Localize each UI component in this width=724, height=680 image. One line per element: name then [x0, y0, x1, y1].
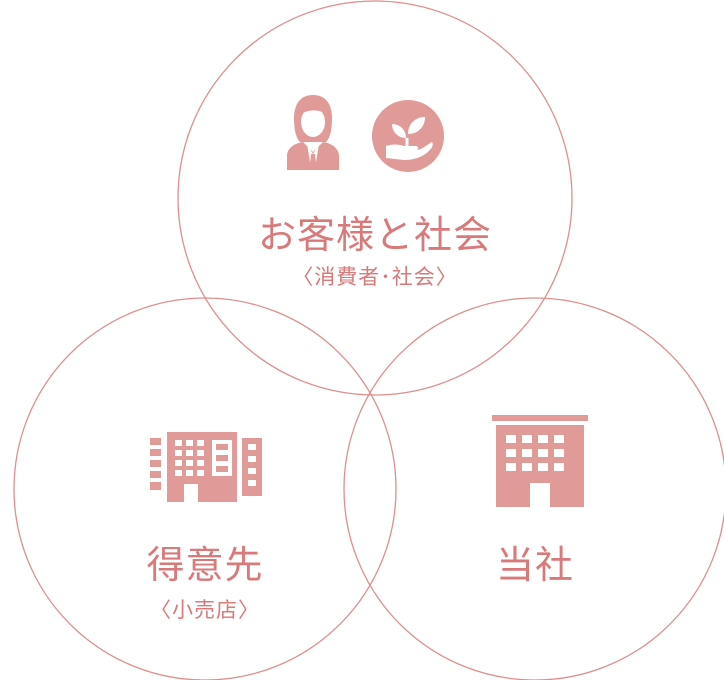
circle-customers-society	[177, 0, 573, 396]
customers-society-subtitle: 〈消費者･社会〉	[292, 265, 458, 289]
circle-retailers	[13, 297, 397, 680]
building-icon	[150, 432, 262, 502]
office-building-icon	[492, 415, 588, 507]
hand-sprout-icon	[372, 100, 444, 172]
customers-society-title: お客様と社会	[257, 213, 492, 257]
businesswoman-icon	[287, 95, 339, 170]
retailers-title: 得意先	[146, 543, 264, 587]
circle-company	[343, 297, 724, 680]
retailers-subtitle: 〈小売店〉	[150, 598, 260, 622]
company-title: 当社	[495, 543, 574, 587]
